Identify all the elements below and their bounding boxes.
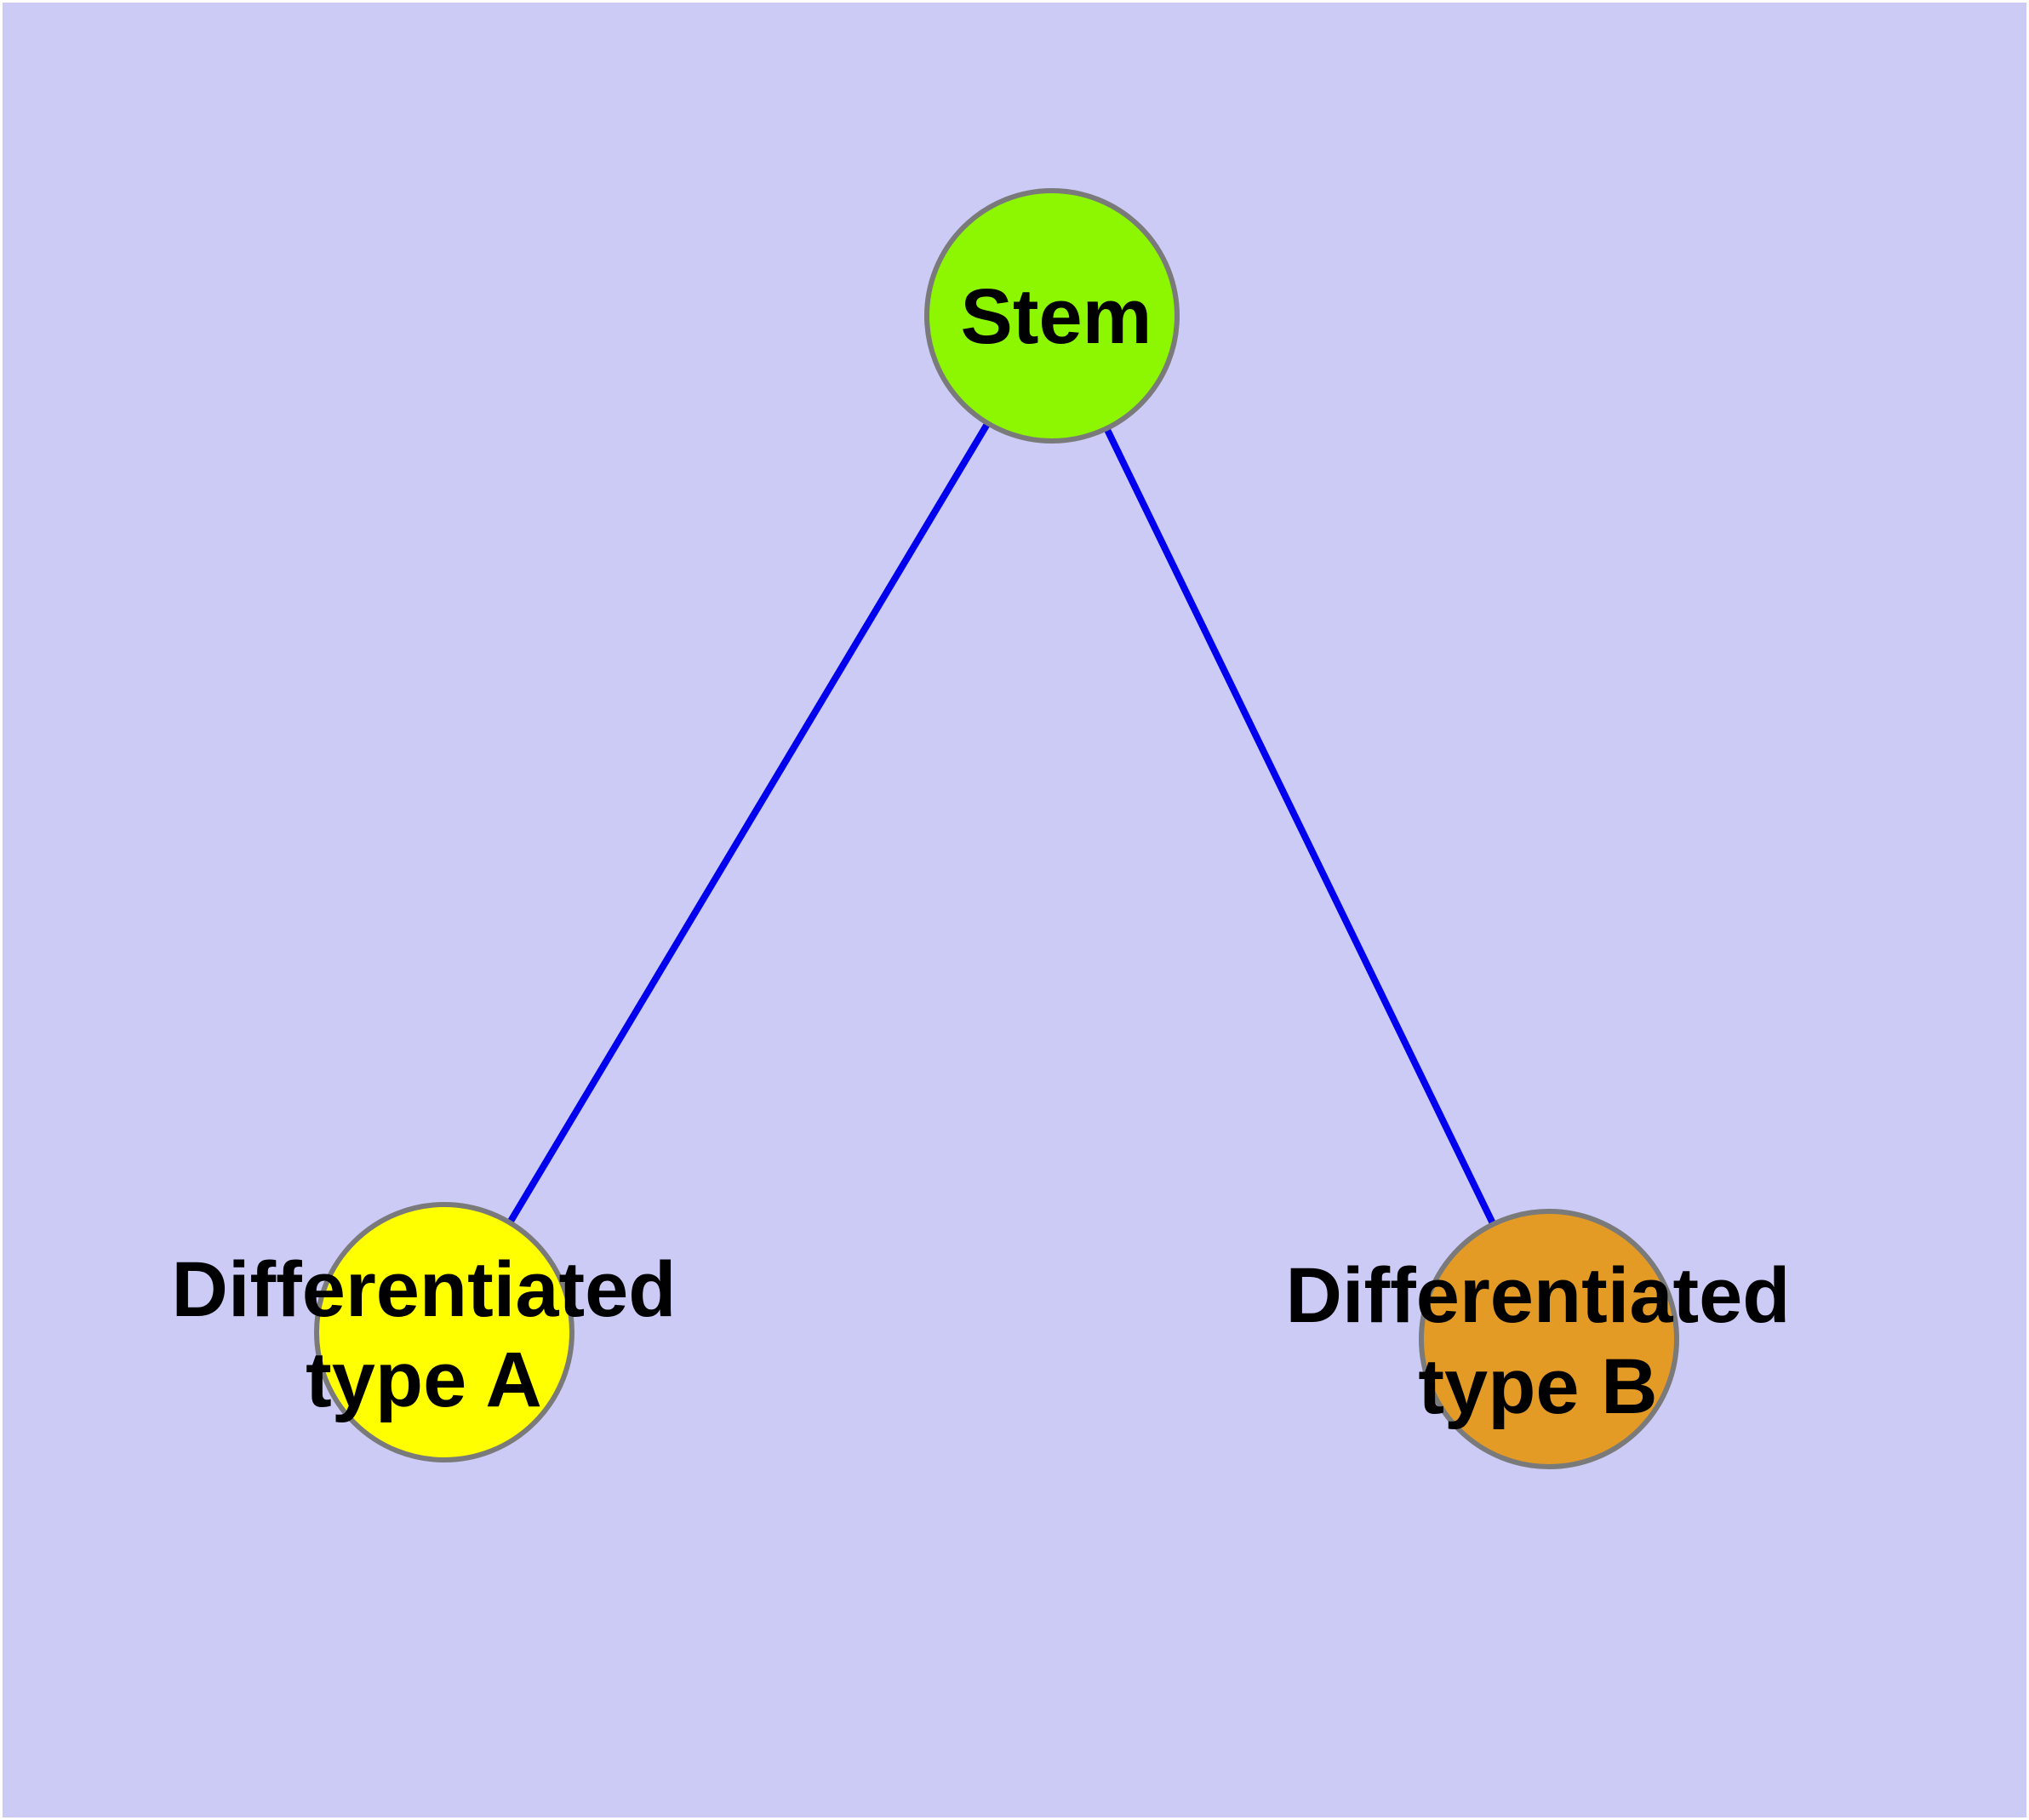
node-stem-label: Stem [961,273,1152,360]
node-type-a-circle [314,1202,574,1462]
node-type-b-label-line2: type B [1418,1343,1657,1430]
node-type-a-label-line2: type A [306,1336,542,1423]
node-type-b-label-line1: Differentiated [1286,1252,1791,1339]
node-type-a-label-line1: Differentiated [172,1246,677,1333]
edge-stem-to-type-b [1049,314,1552,1341]
node-stem-circle [924,188,1180,444]
node-type-b-circle [1419,1209,1679,1469]
edge-stem-to-type-a [441,313,1055,1335]
